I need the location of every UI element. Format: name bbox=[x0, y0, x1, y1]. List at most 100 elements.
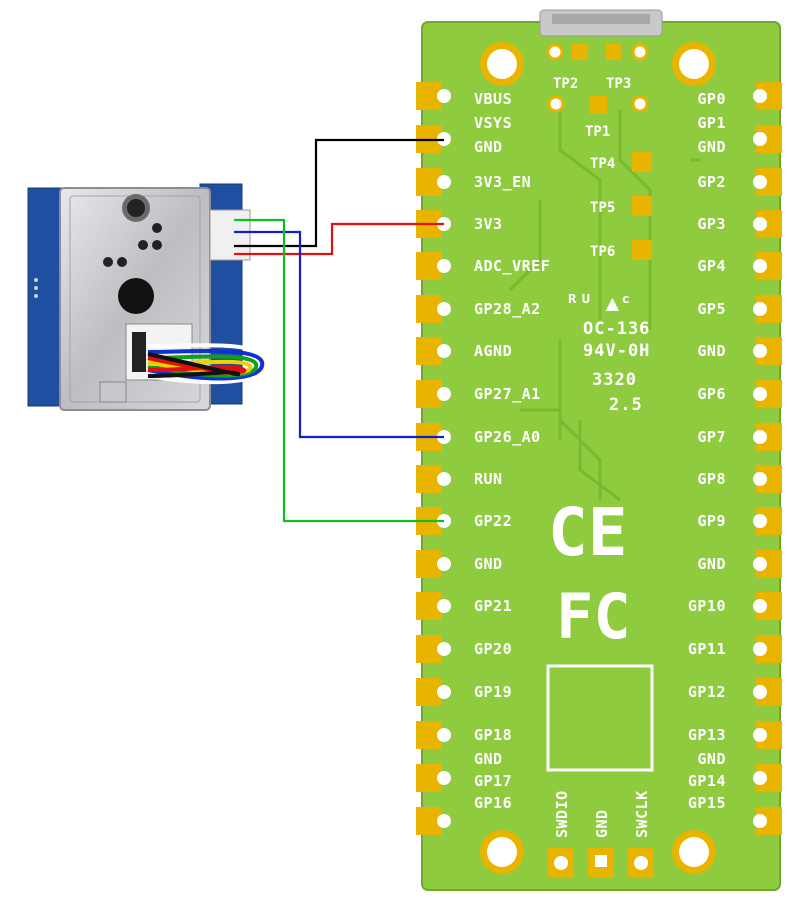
left-pin-label: VBUS bbox=[474, 90, 512, 108]
pad-hole bbox=[437, 387, 451, 401]
pad-hole bbox=[753, 514, 767, 528]
left-pin-label: 3V3_EN bbox=[474, 173, 531, 191]
pad-hole bbox=[437, 259, 451, 273]
debug-label-gnd: GND bbox=[593, 809, 611, 838]
right-pads bbox=[753, 82, 782, 835]
tp5-label: TP5 bbox=[590, 200, 615, 216]
pad-hole bbox=[753, 344, 767, 358]
pad-hole bbox=[437, 728, 451, 742]
wire-gp26 bbox=[234, 230, 444, 439]
marking-line1: OC-136 bbox=[583, 319, 650, 339]
board-markings: ᴿᵁ ▲ᶜ OC-136 94V-0H 3320 2.5 CE FC bbox=[546, 291, 654, 772]
left-pin-label: GP22 bbox=[474, 512, 512, 530]
left-pin-label: GP26_A0 bbox=[474, 428, 541, 446]
tp2-pad bbox=[572, 44, 588, 60]
tp6-label: TP6 bbox=[590, 244, 615, 260]
pad-hole bbox=[437, 599, 451, 613]
wires bbox=[234, 138, 444, 523]
debug-header: SWDIO GND SWCLK bbox=[548, 790, 654, 878]
pad-hole bbox=[437, 814, 451, 828]
left-pin-label: GND bbox=[474, 750, 503, 768]
pad-hole bbox=[437, 472, 451, 486]
right-pin-label: GP1 bbox=[697, 114, 726, 132]
right-pin-label: GND bbox=[697, 342, 726, 360]
left-pin-label: GND bbox=[474, 138, 503, 156]
pad-hole bbox=[437, 771, 451, 785]
pad-hole bbox=[753, 387, 767, 401]
right-pin-label: GP2 bbox=[697, 173, 726, 191]
left-pin-label: GP27_A1 bbox=[474, 385, 541, 403]
pad-hole bbox=[753, 132, 767, 146]
ce-mark: CE bbox=[548, 494, 627, 571]
pad-hole bbox=[753, 685, 767, 699]
left-pin-label: GP20 bbox=[474, 640, 512, 658]
tp3-label: TP3 bbox=[606, 76, 631, 92]
pad-hole bbox=[753, 217, 767, 231]
pad-hole bbox=[753, 599, 767, 613]
pad-hole bbox=[753, 430, 767, 444]
pico-board: VBUSVSYSGND3V3_EN3V3ADC_VREFGP28_A2AGNDG… bbox=[416, 9, 782, 891]
tp1-label: TP1 bbox=[585, 124, 610, 140]
pad-hole bbox=[753, 302, 767, 316]
pad-hole bbox=[437, 175, 451, 189]
left-pin-label: ADC_VREF bbox=[474, 257, 550, 275]
right-pin-label: GP10 bbox=[688, 597, 726, 615]
marking-line2: 94V-0H bbox=[583, 341, 650, 361]
pad-hole bbox=[753, 728, 767, 742]
pad-hole bbox=[437, 302, 451, 316]
left-pin-label: 3V3 bbox=[474, 215, 503, 233]
sensor-header bbox=[209, 209, 251, 261]
tp6-pad bbox=[632, 240, 652, 260]
left-pin-label: GP21 bbox=[474, 597, 512, 615]
left-pin-label: GP16 bbox=[474, 794, 512, 812]
tp4-label: TP4 bbox=[590, 156, 615, 172]
right-pin-labels: GP0GP1GNDGP2GP3GP4GP5GNDGP6GP7GP8GP9GNDG… bbox=[688, 90, 726, 812]
dust-sensor-module bbox=[27, 183, 271, 411]
tp4-pad bbox=[632, 152, 652, 172]
right-pin-label: GP14 bbox=[688, 772, 726, 790]
test-points: TP2 TP3 TP1 TP4 TP5 TP6 bbox=[546, 43, 652, 260]
left-pin-label: RUN bbox=[474, 470, 503, 488]
tp2-label: TP2 bbox=[553, 76, 578, 92]
right-pin-label: GND bbox=[697, 555, 726, 573]
left-pin-labels: VBUSVSYSGND3V3_EN3V3ADC_VREFGP28_A2AGNDG… bbox=[474, 90, 550, 812]
pad-hole bbox=[753, 557, 767, 571]
ul-logo: ᴿᵁ ▲ᶜ bbox=[566, 291, 632, 316]
pad-hole bbox=[753, 642, 767, 656]
debug-label-swclk: SWCLK bbox=[633, 790, 651, 838]
marking-line4: 2.5 bbox=[609, 395, 643, 415]
ribbon-cable bbox=[147, 343, 271, 385]
right-pin-label: GP7 bbox=[697, 428, 726, 446]
wire-3v3 bbox=[234, 222, 444, 256]
tp5-pad bbox=[632, 196, 652, 216]
usb-port bbox=[552, 14, 650, 24]
right-pin-label: GP5 bbox=[697, 300, 726, 318]
right-pin-label: GP4 bbox=[697, 257, 726, 275]
right-pin-label: GP11 bbox=[688, 640, 726, 658]
right-pin-label: GND bbox=[697, 750, 726, 768]
debug-label-swdio: SWDIO bbox=[553, 790, 571, 838]
rp2040-outline bbox=[546, 664, 654, 772]
pad-hole bbox=[437, 685, 451, 699]
pad-hole bbox=[753, 814, 767, 828]
right-pin-label: GP6 bbox=[697, 385, 726, 403]
wire-gp22 bbox=[234, 218, 444, 523]
right-pin-label: GP8 bbox=[697, 470, 726, 488]
pad-hole bbox=[753, 259, 767, 273]
right-pin-label: GP9 bbox=[697, 512, 726, 530]
pad-hole bbox=[753, 472, 767, 486]
fcc-mark: FC bbox=[556, 580, 631, 653]
left-pin-label: GP18 bbox=[474, 726, 512, 744]
pad-hole bbox=[437, 557, 451, 571]
left-pin-label: GP28_A2 bbox=[474, 300, 541, 318]
wire-gnd bbox=[234, 138, 444, 248]
right-pin-label: GP12 bbox=[688, 683, 726, 701]
marking-line3: 3320 bbox=[592, 370, 637, 390]
pad-hole bbox=[437, 89, 451, 103]
right-pin-label: GND bbox=[697, 138, 726, 156]
right-pin-label: GP15 bbox=[688, 794, 726, 812]
right-pin-label: GP13 bbox=[688, 726, 726, 744]
left-pin-label: AGND bbox=[474, 342, 512, 360]
